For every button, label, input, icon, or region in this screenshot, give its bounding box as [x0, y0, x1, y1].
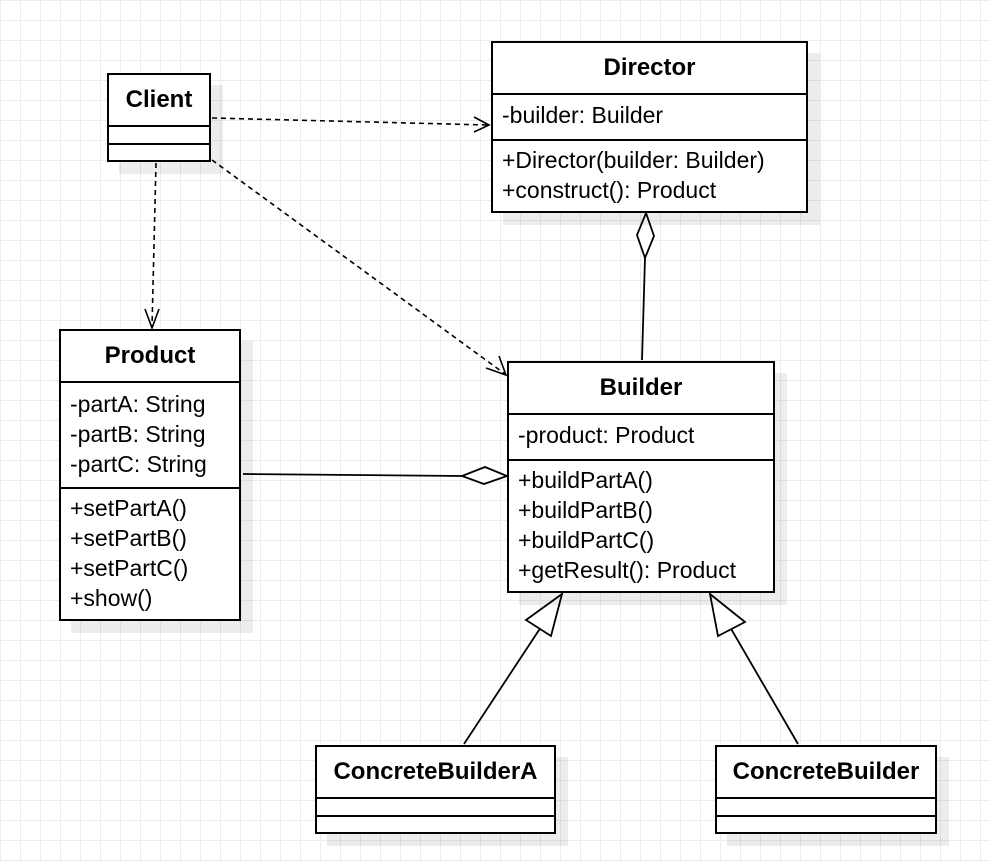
attribute: -builder: Builder [502, 102, 664, 128]
method: +buildPartA() [518, 467, 653, 493]
class-name: Director [493, 43, 806, 95]
methods-section [717, 817, 935, 835]
generalization-concretebuildera-builder [463, 591, 564, 745]
class-client[interactable]: Client [107, 73, 211, 162]
methods-section: +setPartA() +setPartB() +setPartC() +sho… [61, 489, 239, 613]
method: +setPartC() [70, 555, 189, 581]
methods-section [317, 817, 554, 835]
method: +buildPartC() [518, 527, 655, 553]
class-name: ConcreteBuilderA [317, 747, 554, 799]
attributes-section [317, 799, 554, 817]
method: +construct(): Product [502, 177, 717, 203]
class-builder[interactable]: Builder -product: Product +buildPartA() … [507, 361, 775, 593]
methods-section: +Director(builder: Builder) +construct()… [493, 141, 806, 205]
dependency-client-to-builder [211, 159, 508, 377]
method: +show() [70, 585, 153, 611]
attribute: -partB: String [70, 421, 206, 447]
class-name: ConcreteBuilder [717, 747, 935, 799]
attributes-section [109, 127, 209, 145]
method: +getResult(): Product [518, 557, 736, 583]
attributes-section: -builder: Builder [493, 95, 806, 141]
class-concrete-builder[interactable]: ConcreteBuilder [715, 745, 937, 834]
attributes-section: -product: Product [509, 415, 773, 461]
generalization-concretebuilder-builder [708, 591, 799, 745]
methods-section: +buildPartA() +buildPartB() +buildPartC(… [509, 461, 773, 585]
class-name: Builder [509, 363, 773, 415]
method: +setPartB() [70, 525, 187, 551]
attribute: -partA: String [70, 391, 206, 417]
method: +Director(builder: Builder) [502, 147, 765, 173]
attributes-section [717, 799, 935, 817]
class-concrete-builder-a[interactable]: ConcreteBuilderA [315, 745, 556, 834]
class-name: Client [109, 75, 209, 127]
aggregation-director-builder [636, 210, 655, 361]
dependency-client-to-director [211, 116, 491, 133]
method: +setPartA() [70, 495, 187, 521]
attribute: -partC: String [70, 451, 207, 477]
class-name: Product [61, 331, 239, 383]
methods-section [109, 145, 209, 163]
class-director[interactable]: Director -builder: Builder +Director(bui… [491, 41, 808, 213]
attributes-section: -partA: String -partB: String -partC: St… [61, 383, 239, 489]
class-product[interactable]: Product -partA: String -partB: String -p… [59, 329, 241, 621]
attribute: -product: Product [518, 422, 695, 448]
method: +buildPartB() [518, 497, 653, 523]
dependency-client-to-product [144, 162, 160, 331]
aggregation-product-builder [242, 466, 510, 485]
